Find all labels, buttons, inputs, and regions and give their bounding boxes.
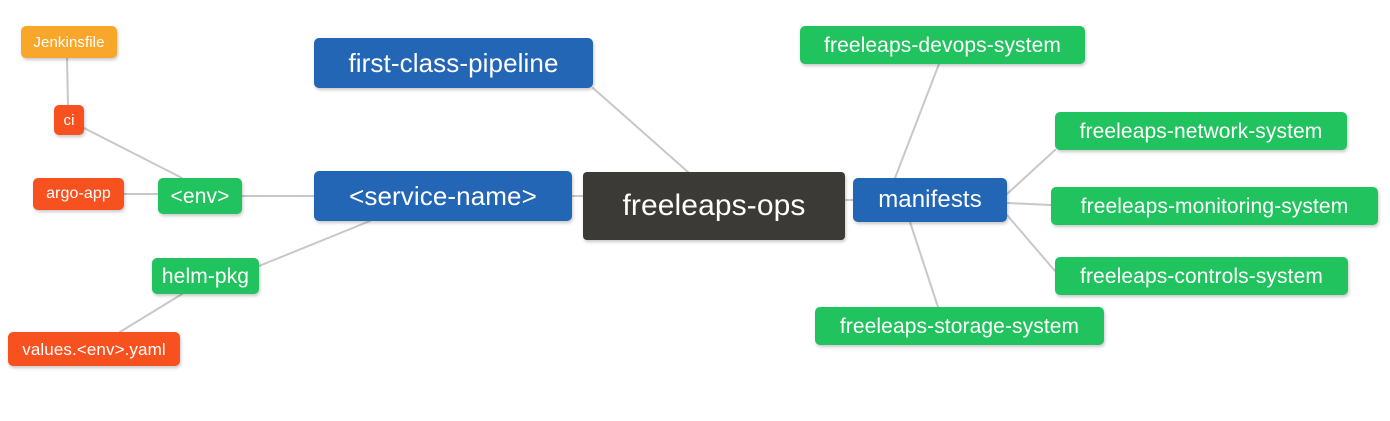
edge-freeleaps-monitoring-system-to-manifests (1006, 202, 1052, 206)
node-manifests[interactable]: manifests (853, 178, 1007, 222)
node-freeleaps-controls-system[interactable]: freeleaps-controls-system (1055, 257, 1348, 295)
node-values-env-yaml[interactable]: values.<env>.yaml (8, 332, 180, 366)
edge-freeleaps-network-system-to-manifests (1006, 149, 1056, 195)
node-jenkinsfile[interactable]: Jenkinsfile (21, 26, 117, 58)
node-freeleaps-monitoring-system[interactable]: freeleaps-monitoring-system (1051, 187, 1378, 225)
node-freeleaps-network-system[interactable]: freeleaps-network-system (1055, 112, 1347, 150)
node-freeleaps-devops-system[interactable]: freeleaps-devops-system (800, 26, 1085, 64)
edge-first-class-pipeline-to-freeleaps-ops (592, 87, 689, 173)
edge-jenkinsfile-to-ci (66, 57, 69, 106)
edge-values-env-yaml-to-helm-pkg (119, 293, 183, 333)
node-first-class-pipeline[interactable]: first-class-pipeline (314, 38, 593, 88)
node-freeleaps-storage-system[interactable]: freeleaps-storage-system (815, 307, 1104, 345)
node-env[interactable]: <env> (158, 178, 242, 214)
edge-freeleaps-storage-system-to-manifests (909, 221, 939, 308)
node-freeleaps-ops[interactable]: freeleaps-ops (583, 172, 845, 240)
node-service-name[interactable]: <service-name> (314, 171, 572, 221)
node-ci[interactable]: ci (54, 105, 84, 135)
edge-helm-pkg-to-service-name (258, 220, 371, 267)
edge-freeleaps-devops-system-to-manifests (894, 63, 940, 179)
edge-freeleaps-controls-system-to-manifests (1006, 214, 1056, 272)
node-argo-app[interactable]: argo-app (33, 178, 124, 210)
node-helm-pkg[interactable]: helm-pkg (152, 258, 259, 294)
edge-ci-to-env (83, 127, 183, 179)
